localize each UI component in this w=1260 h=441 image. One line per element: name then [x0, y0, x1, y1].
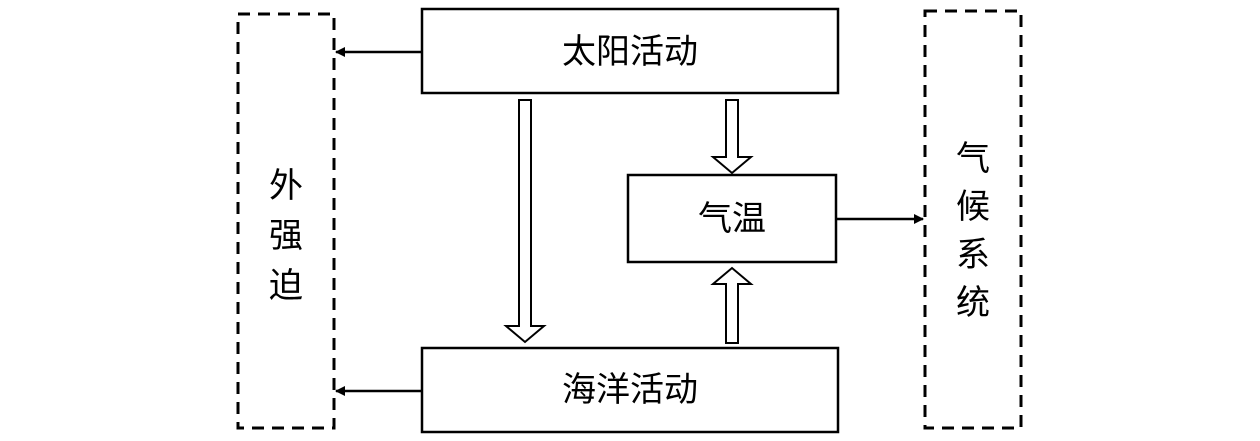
climate-system-char-2: 候: [956, 187, 990, 227]
climate-system-char-4: 统: [956, 283, 990, 323]
external-forcing-char-2: 强: [269, 216, 303, 256]
external-forcing-char-1: 外: [269, 166, 303, 206]
ocean-activity-box: 海洋活动: [420, 346, 840, 434]
climate-system-box: 气 候 系 统: [923, 9, 1023, 430]
solar-activity-box: 太阳活动: [420, 7, 840, 95]
hollow-arrow-ocean-to-temperature: [710, 266, 754, 344]
external-forcing-char-3: 迫: [269, 266, 303, 306]
ocean-activity-label: 海洋活动: [562, 370, 698, 410]
external-forcing-box: 外 强 迫: [236, 12, 336, 430]
climate-system-char-1: 气: [956, 139, 990, 179]
temperature-box: 气温: [626, 173, 838, 264]
temperature-label: 气温: [698, 199, 766, 239]
hollow-arrow-solar-to-ocean: [503, 99, 547, 344]
hollow-arrow-solar-to-temperature: [710, 99, 754, 175]
solar-activity-label: 太阳活动: [562, 32, 698, 72]
climate-system-char-3: 系: [956, 235, 990, 275]
